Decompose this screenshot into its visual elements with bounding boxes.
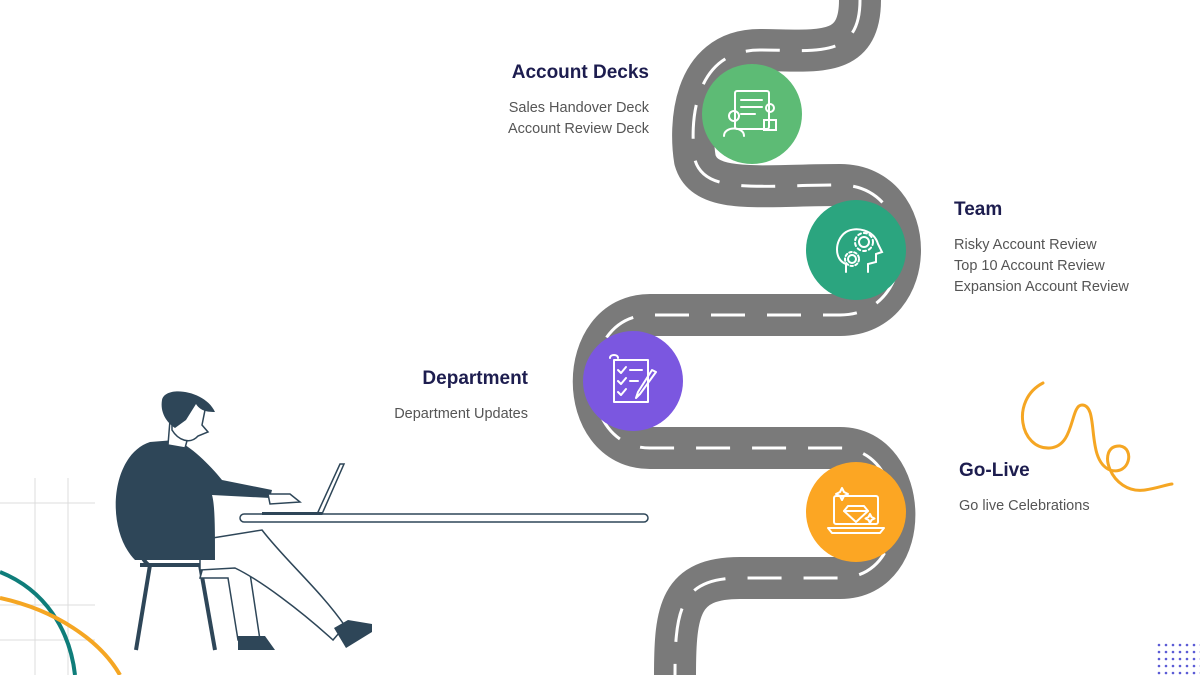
stage-title: Team — [954, 199, 1003, 220]
decorative-dot — [1185, 664, 1189, 668]
stage-title: Department — [422, 368, 528, 389]
decorative-dot — [1192, 643, 1196, 647]
checklist-pen-icon — [609, 354, 657, 403]
decorative-dot — [1171, 664, 1175, 668]
stage-marker-department — [583, 331, 683, 431]
decorative-dot — [1157, 671, 1161, 675]
decorative-dot — [1157, 643, 1161, 647]
decorative-dot — [1164, 643, 1168, 647]
decorative-dot — [1171, 671, 1175, 675]
stage-title: Go-Live — [959, 460, 1030, 481]
decorative-dot — [1164, 671, 1168, 675]
decorative-dot — [1178, 650, 1182, 654]
decorative-dot — [1192, 650, 1196, 654]
stage-item: Go live Celebrations — [959, 498, 1090, 514]
decorative-dot — [1157, 650, 1161, 654]
decorative-dot — [1185, 650, 1189, 654]
stage-item: Expansion Account Review — [954, 279, 1129, 295]
decorative-dot — [1192, 657, 1196, 661]
decorative-dot — [1178, 664, 1182, 668]
decorative-dot — [1178, 671, 1182, 675]
stage-label-team: Team Risky Account Review Top 10 Account… — [954, 199, 1129, 298]
decorative-dot-grid — [1157, 643, 1200, 675]
stage-label-department: Department Department Updates — [394, 368, 528, 425]
background-grid — [0, 478, 95, 675]
decorative-dot — [1178, 657, 1182, 661]
stage-marker-account-decks — [702, 64, 802, 164]
decorative-dot — [1185, 643, 1189, 647]
decorative-dot — [1192, 664, 1196, 668]
decorative-dot — [1171, 650, 1175, 654]
stage-item: Top 10 Account Review — [954, 258, 1105, 274]
head-gears-icon — [836, 228, 884, 273]
decorative-dot — [1171, 643, 1175, 647]
decorative-dot — [1157, 657, 1161, 661]
decorative-dot — [1185, 671, 1189, 675]
decorative-dot — [1185, 657, 1189, 661]
stage-item: Risky Account Review — [954, 237, 1097, 253]
road-center-dashes — [592, 0, 902, 675]
decorative-dot — [1164, 664, 1168, 668]
desk-top — [239, 513, 649, 523]
stage-item: Sales Handover Deck — [508, 100, 649, 116]
winding-road — [572, 0, 921, 675]
decorative-dot — [1178, 643, 1182, 647]
presentation-deck-icon — [723, 90, 777, 137]
orange-squiggle — [1020, 381, 1174, 492]
decorative-dot — [1171, 657, 1175, 661]
person-at-laptop-illustration — [115, 391, 372, 651]
decorative-dot — [1192, 671, 1196, 675]
stage-title: Account Decks — [511, 62, 649, 83]
decorative-dot — [1157, 664, 1161, 668]
stage-label-account-decks: Account Decks Sales Handover Deck Accoun… — [508, 62, 649, 140]
decorative-dot — [1164, 650, 1168, 654]
stage-item: Account Review Deck — [507, 121, 649, 137]
laptop-diamond-icon — [827, 487, 885, 534]
stage-marker-team — [806, 200, 906, 300]
stage-circle-team — [806, 200, 906, 300]
orange-arc-left — [0, 596, 122, 675]
decorative-dot — [1164, 657, 1168, 661]
teal-arc — [0, 570, 77, 675]
stage-marker-go-live — [806, 462, 906, 562]
stage-label-go-live: Go-Live Go live Celebrations — [959, 460, 1090, 517]
stage-item: Department Updates — [394, 406, 528, 422]
